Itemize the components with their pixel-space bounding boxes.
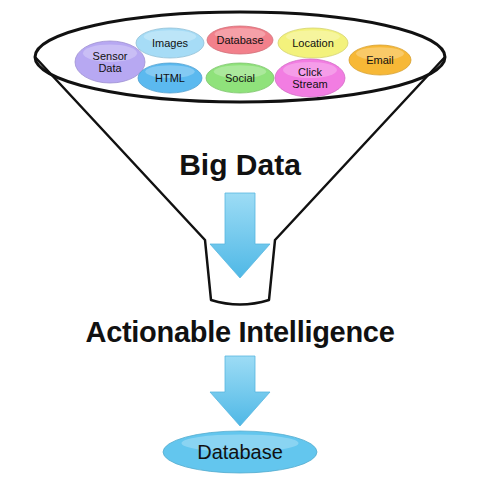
- heading-text: Actionable Intelligence: [0, 314, 480, 350]
- data-oval: Images: [135, 27, 205, 59]
- heading-text: Big Data: [30, 147, 450, 183]
- funnel-rim: [35, 12, 445, 102]
- data-oval: Database: [206, 25, 274, 55]
- oval-fill: [207, 26, 273, 54]
- oval-fill: [275, 59, 345, 97]
- oval-label: Click Stream: [283, 66, 337, 90]
- data-oval: Email: [348, 44, 412, 76]
- oval-label: Email: [366, 54, 394, 66]
- data-oval: HTML: [137, 62, 203, 94]
- data-oval: Social: [205, 62, 275, 94]
- data-oval: Database: [162, 430, 318, 474]
- data-oval: Sensor Data: [74, 40, 146, 84]
- data-oval: Location: [277, 27, 349, 59]
- oval-label: Database: [216, 34, 263, 46]
- oval-label: Social: [225, 72, 255, 84]
- oval-fill: [138, 63, 202, 93]
- oval-fill: [206, 63, 274, 93]
- oval-label: Images: [152, 37, 188, 49]
- oval-label: HTML: [155, 72, 185, 84]
- oval-fill: [278, 28, 348, 58]
- oval-fill: [163, 431, 317, 473]
- oval-fill: [75, 41, 145, 83]
- block-arrow: [210, 193, 270, 278]
- oval-label: Database: [197, 440, 283, 464]
- oval-label: Location: [292, 37, 334, 49]
- text-node: Actionable Intelligence: [0, 314, 480, 350]
- oval-fill: [136, 28, 204, 58]
- funnel-node: Big Data Sensor Data Images Database Locatio…: [30, 8, 450, 313]
- oval-label: Sensor Data: [83, 50, 137, 74]
- block-arrow: [210, 356, 270, 426]
- oval-fill: [349, 45, 411, 75]
- data-oval: Click Stream: [274, 58, 346, 98]
